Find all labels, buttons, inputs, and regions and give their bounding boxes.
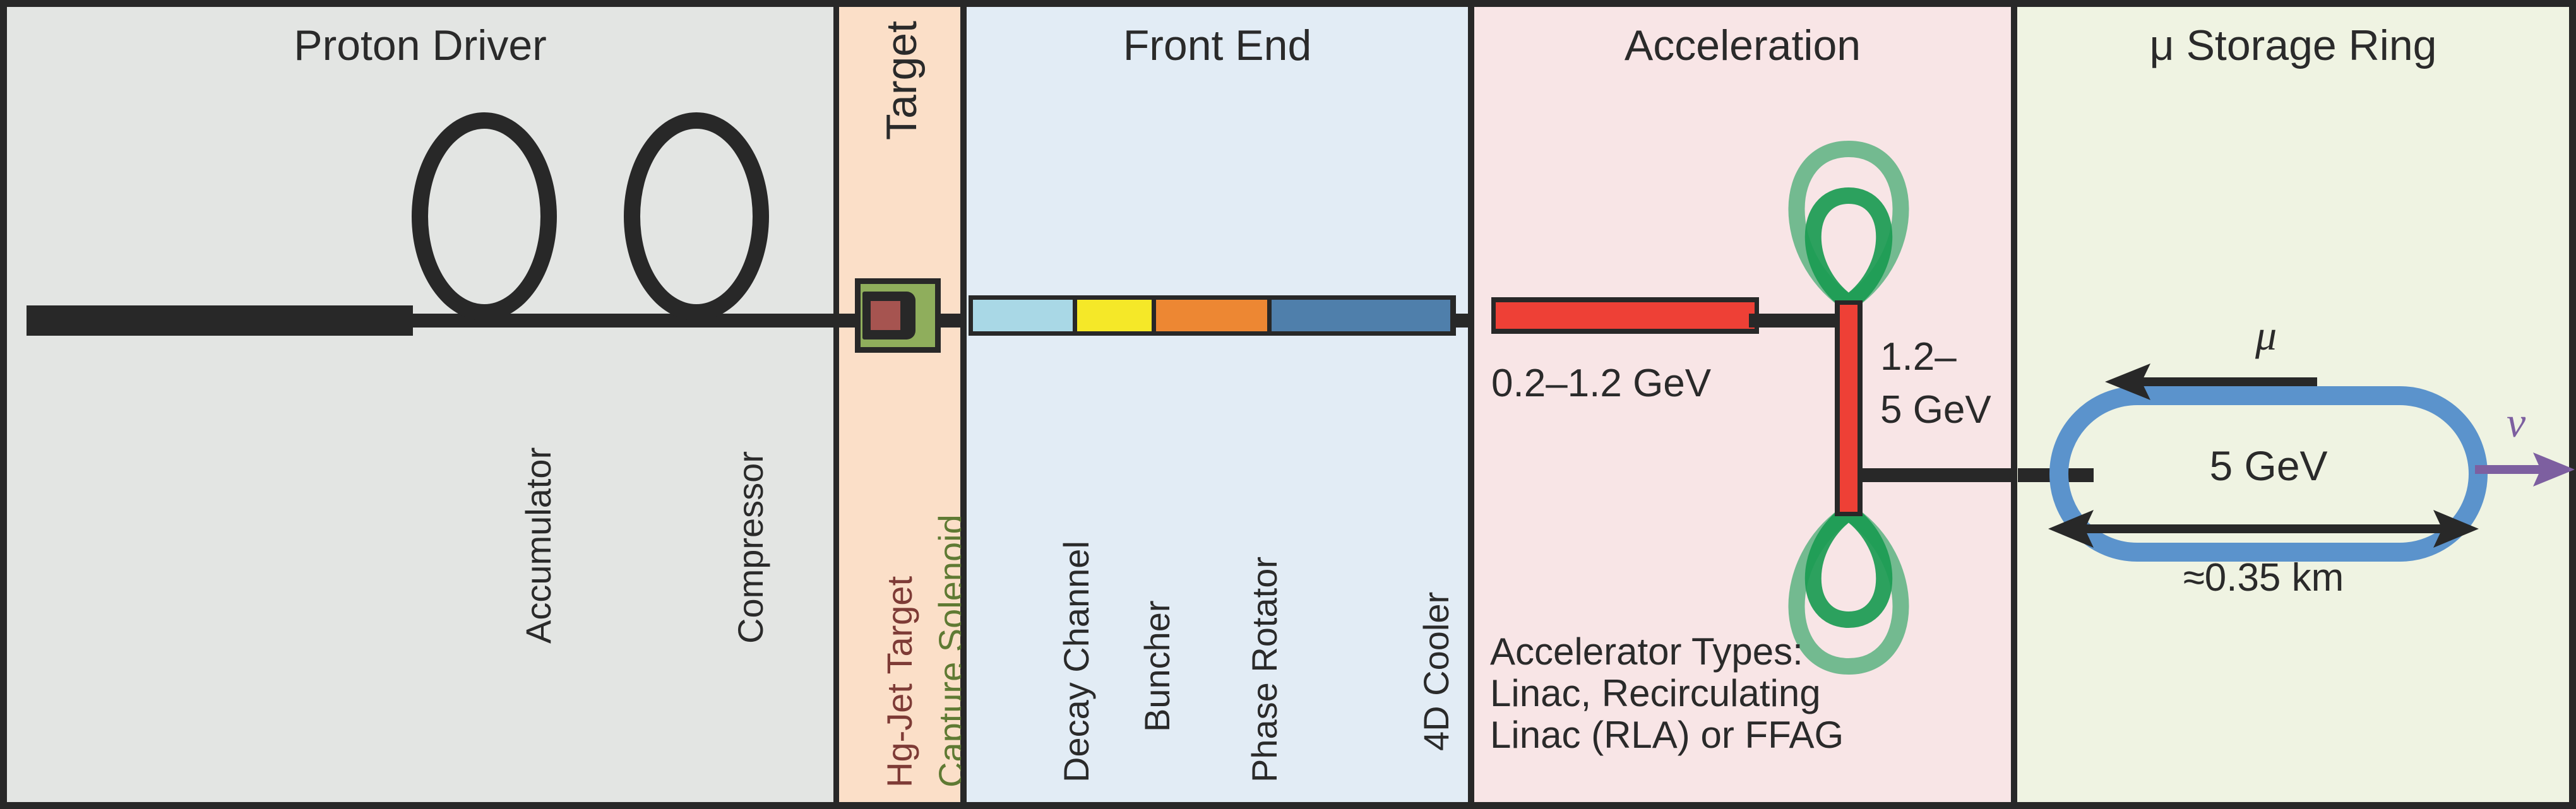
linac-energy-label: 0.2–1.2 GeV — [1491, 362, 1712, 405]
section-title-proton-driver: Proton Driver — [294, 21, 547, 69]
beamline-rla-to-ring — [1854, 468, 2030, 482]
phase-rotator-label: Phase Rotator — [1244, 557, 1284, 782]
rla-arcs-top — [1788, 140, 1909, 307]
section-title-storage-ring: μ Storage Ring — [2149, 21, 2437, 69]
accelerator-types-note: Accelerator Types: Linac, Recirculating … — [1490, 631, 1844, 756]
rla-inner-arc-bottom — [1804, 509, 1893, 629]
compressor-ring — [624, 112, 769, 321]
beamline-proton — [404, 314, 859, 328]
section-title-target: Target — [878, 21, 926, 140]
muon-direction-arrow — [2105, 363, 2317, 400]
rla-outer-arc-top — [1788, 140, 1909, 307]
accelerator-types-line1: Accelerator Types: — [1490, 630, 1803, 673]
accelerator-types-line2: Linac, Recirculating — [1490, 672, 1821, 714]
rla-inner-arc-top — [1804, 187, 1893, 307]
segment-phase-rotator — [1156, 300, 1267, 331]
hg-jet-target-label: Hg-Jet Target — [880, 576, 919, 788]
accumulator-label: Accumulator — [518, 447, 558, 644]
segment-decay-channel — [973, 300, 1073, 331]
acceleration-linac-bar — [1491, 297, 1759, 334]
muon-symbol-label: μ — [2255, 311, 2277, 359]
ring-circumference-label: ≈0.35 km — [2183, 556, 2344, 599]
compressor-label: Compressor — [730, 451, 770, 644]
buncher-label: Buncher — [1137, 600, 1177, 732]
4d-cooler-label: 4D Cooler — [1416, 591, 1456, 751]
ring-energy-label: 5 GeV — [2209, 442, 2328, 489]
accelerator-types-line3: Linac (RLA) or FFAG — [1490, 714, 1844, 756]
neutrino-symbol-label: ν — [2507, 398, 2526, 446]
rla-arcs-bottom — [1788, 509, 1909, 675]
beamline-linac-to-rla — [1749, 314, 1844, 328]
rla-linac-bar — [1835, 300, 1863, 516]
accumulator-ring — [412, 112, 557, 321]
ring-length-dimension-arrow — [2048, 510, 2479, 548]
neutrino-direction-arrow — [2475, 452, 2575, 487]
decay-channel-label: Decay Channel — [1056, 541, 1096, 782]
segment-buncher — [1077, 300, 1152, 331]
beamline-target-in — [838, 314, 860, 328]
section-title-front-end: Front End — [1123, 21, 1312, 69]
proton-linac-bar — [27, 305, 413, 336]
front-end-channel — [969, 295, 1456, 336]
hg-jet-target-core — [871, 301, 900, 330]
rla-energy-label-line2: 5 GeV — [1880, 388, 1991, 432]
rla-outer-arc-bottom — [1788, 509, 1909, 675]
rla-energy-label-line1: 1.2– — [1880, 335, 1957, 379]
segment-4d-cooler — [1272, 300, 1450, 331]
section-acceleration: Acceleration — [1469, 0, 2017, 809]
section-front-end: Front End — [961, 0, 1474, 809]
section-title-acceleration: Acceleration — [1624, 21, 1861, 69]
